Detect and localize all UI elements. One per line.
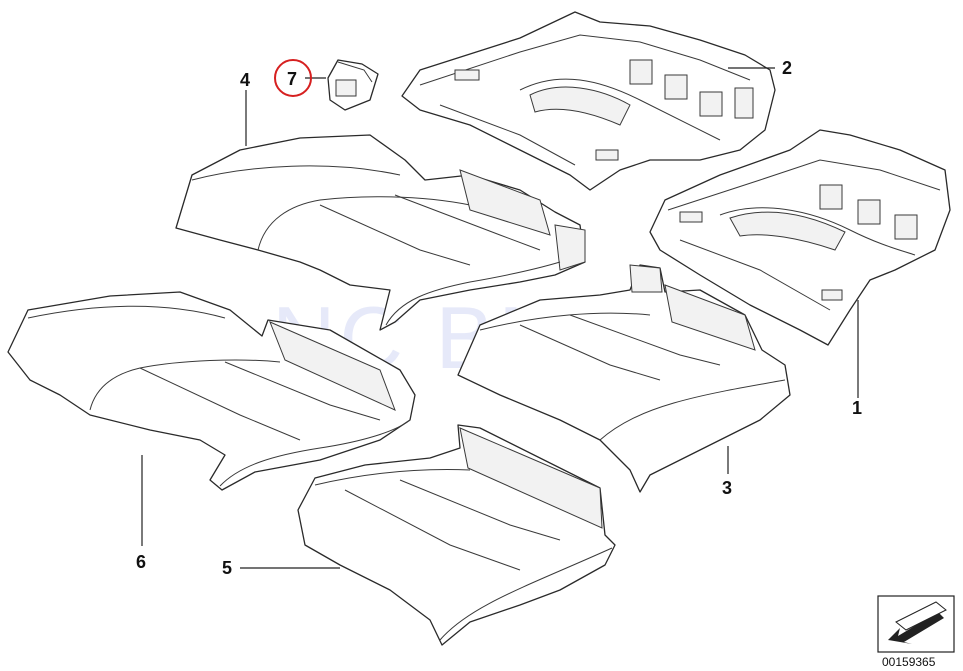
callout-4: 4 — [240, 70, 250, 90]
part-1-seat-frame — [649, 129, 951, 346]
callout-7-highlight-ring — [274, 59, 312, 97]
callout-3: 3 — [722, 478, 732, 498]
callout-5: 5 — [222, 558, 232, 578]
part-5-seat-cushion-foam — [297, 424, 616, 646]
part-4-backrest-cover — [175, 134, 586, 331]
view-direction-arrow-icon — [877, 595, 955, 653]
part-2-seat-frame — [401, 11, 776, 191]
callout-7: 7 — [287, 69, 297, 89]
callout-6: 6 — [136, 552, 146, 572]
part-3-seat-cushion — [457, 264, 791, 493]
reference-number: 00159365 — [882, 655, 936, 669]
callout-2: 2 — [782, 58, 792, 78]
callout-1: 1 — [852, 398, 862, 418]
part-7-clip — [327, 59, 379, 111]
part-6-seat-cushion-cover — [7, 291, 416, 491]
